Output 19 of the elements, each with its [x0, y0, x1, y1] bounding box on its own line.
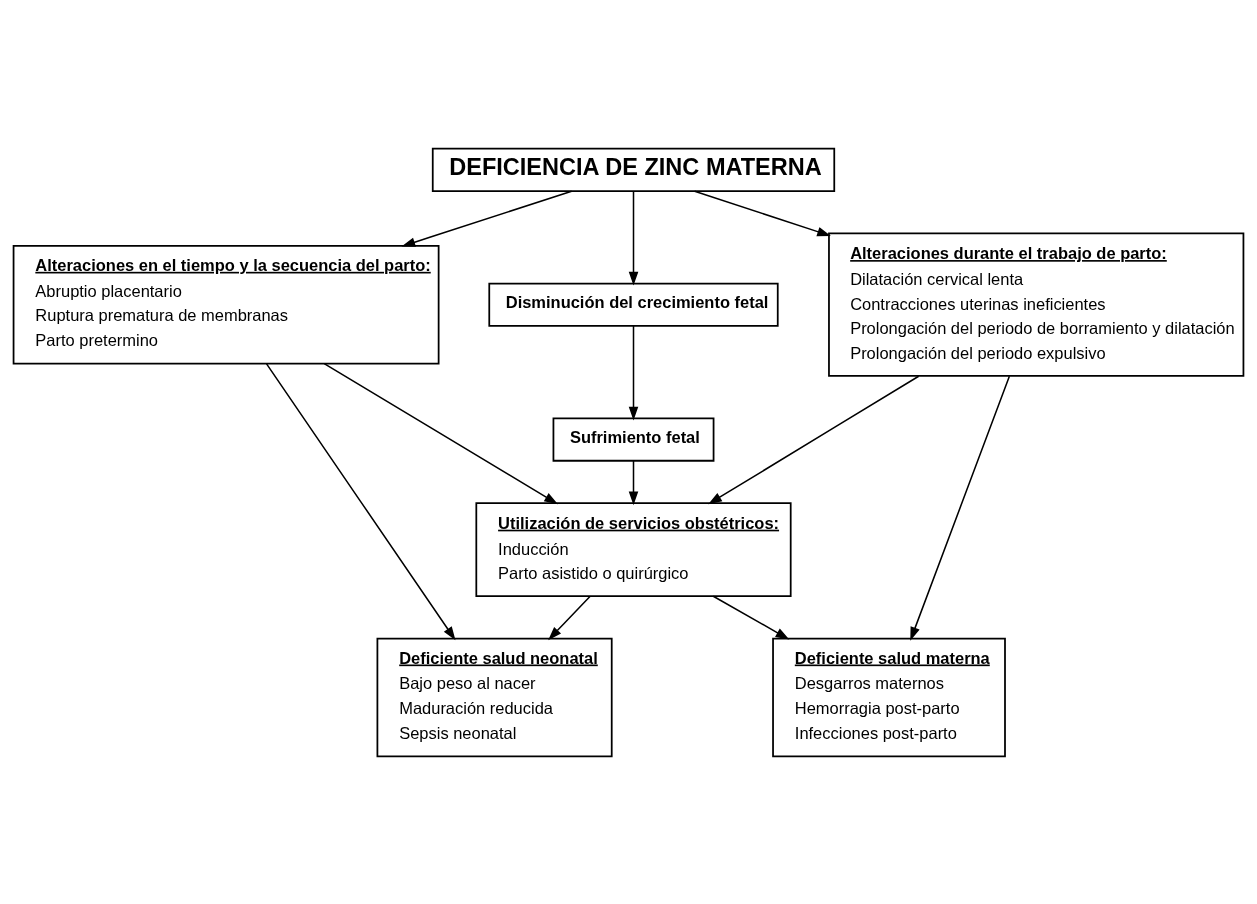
arrow — [693, 189, 831, 236]
node-box: Deficiente salud neonatal Bajo peso al nacer Maduración reducida Sepsis neonatal — [376, 637, 613, 757]
node-box: Deficiente salud materna Desgarros maternos Hemorragia post-parto Infecciones post-parto — [772, 637, 1006, 757]
arrow — [712, 594, 790, 639]
node-box: DEFICIENCIA DE ZINC MATERNA — [431, 147, 836, 192]
node-box: Sufrimiento fetal — [552, 416, 715, 462]
arrow — [628, 189, 639, 286]
arrow — [548, 595, 591, 640]
arrow — [628, 459, 639, 505]
arrow — [628, 324, 639, 420]
arrow — [401, 189, 573, 247]
node-box: Utilización de servicios obstétricos: Inducción Parto asistido o quirúrgico — [475, 501, 792, 597]
arrow — [910, 375, 1011, 641]
arrow — [323, 362, 558, 504]
node-box: Alteraciones en el tiempo y la secuencia del parto: Abruptio placentario Ruptura prematura de membranas Parto pretermino — [12, 244, 440, 364]
arrow — [708, 374, 920, 504]
node-box: Alteraciones durante el trabajo de parto: Dilatación cervical lenta Contracciones uterinas ineficientes Prolongación del periodo de borramiento y dilatación Prolongación del periodo expulsivo — [828, 232, 1245, 377]
arrow — [265, 362, 456, 640]
node-box: Disminución del crecimiento fetal — [488, 282, 779, 327]
